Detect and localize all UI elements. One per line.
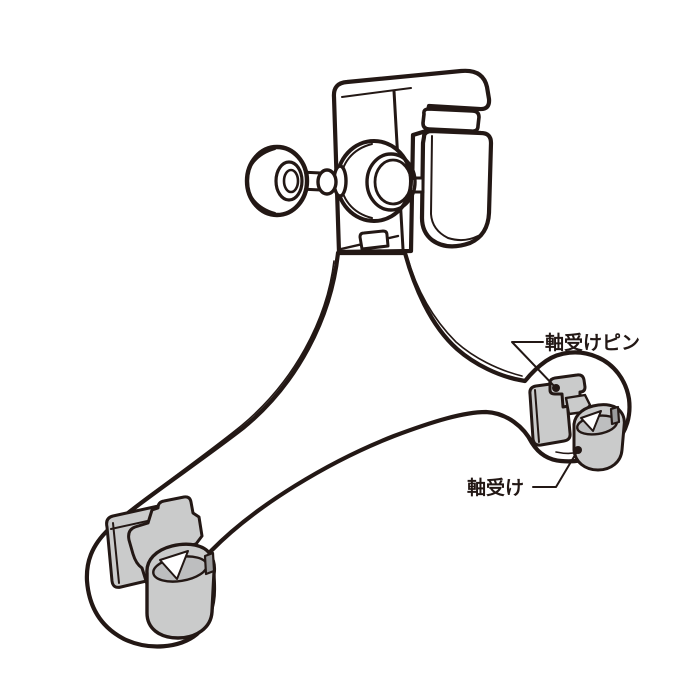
capsule-body (419, 128, 494, 249)
callout-bearing-pin: 軸受けピン (511, 331, 640, 392)
knob-disc-wall-line (246, 148, 276, 214)
bearing-pin-leader-dot (552, 384, 560, 392)
left-clip-gap (159, 550, 189, 580)
post-latch-tab (358, 229, 390, 251)
right-clip-plate (528, 381, 572, 447)
knob-assembly (244, 144, 348, 218)
bearing-leader-dot (574, 446, 582, 454)
right-bearing-clip (528, 373, 626, 472)
frame-body-outline (84, 250, 632, 649)
bearing-leader-line (532, 449, 579, 488)
frame-left-arm-edge-line (120, 260, 335, 519)
left-clip-plate-edge-line (112, 522, 120, 584)
knob-hub-outer (274, 160, 304, 202)
dial-ring-outer (365, 152, 417, 212)
right-clip-slit (609, 405, 621, 426)
left-bearing-clip (105, 495, 217, 640)
capsule-hanger-tab (421, 107, 481, 133)
right-clip-gap (580, 410, 602, 432)
post-top-thickness-line (341, 87, 412, 98)
dial-ring-inner (373, 158, 413, 206)
axle-ball (316, 168, 338, 196)
right-clip-plate-edge-line (534, 389, 540, 443)
frame-right-arm-edge-line (406, 255, 523, 377)
knob-hub-inner (282, 168, 300, 194)
bearing-pin-leader-line (511, 341, 557, 389)
left-clip-slit (203, 551, 216, 576)
callout-bearing: 軸受け (467, 446, 582, 499)
hook-capsule (406, 107, 494, 249)
bearing-pin-label: 軸受けピン (545, 331, 640, 354)
capsule-thickness-line (430, 135, 479, 242)
bearing-label: 軸受け (467, 476, 524, 499)
